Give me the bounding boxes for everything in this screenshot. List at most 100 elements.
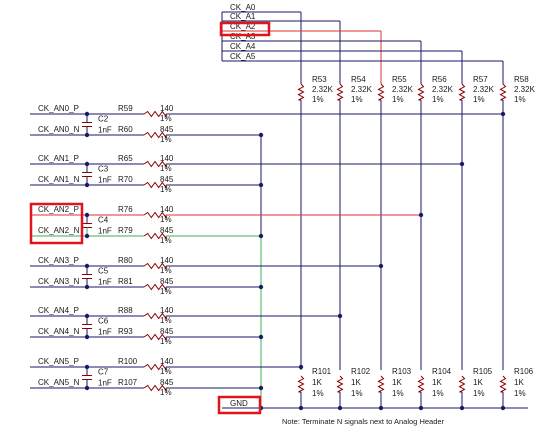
channel-rp-ref-5: R100	[118, 357, 138, 366]
channel-cap-junction-p-2	[84, 212, 90, 218]
pullup-resistor-2	[377, 83, 385, 101]
pulldown-ref-1: R102	[351, 367, 371, 376]
channel-n-label-2: CK_AN2_N	[38, 226, 80, 235]
channel-cap-ref-4: C6	[98, 317, 109, 326]
pulldown-resistor-2	[377, 375, 385, 393]
channel-rn-value-5: 845	[160, 378, 174, 387]
channel-n-label-4: CK_AN4_N	[38, 327, 80, 336]
pulldown-resistor-5	[499, 375, 507, 393]
channel-n-label-5: CK_AN5_N	[38, 378, 80, 387]
channel-rn-value-0: 845	[160, 125, 174, 134]
channel-cap-junction-n-1	[84, 182, 90, 188]
channel-n-junction-4	[258, 334, 264, 340]
channel-cap-junction-n-5	[84, 385, 90, 391]
pulldown-value-3: 1K	[432, 378, 442, 387]
channel-p-junction-4	[337, 313, 343, 319]
channel-n-label-1: CK_AN1_N	[38, 175, 80, 184]
channel-p-label-0: CK_AN0_P	[38, 104, 79, 113]
pullup-resistor-4	[458, 83, 466, 101]
channel-rp-ref-4: R88	[118, 306, 133, 315]
channel-p-resistor-5	[143, 363, 167, 372]
channel-n-junction-0	[258, 132, 264, 138]
highlight-ck-an2	[29, 202, 84, 245]
channel-n-label-3: CK_AN3_N	[38, 277, 80, 286]
pullup-tol-1: 1%	[351, 95, 363, 104]
channel-cap-junction-p-1	[84, 161, 90, 167]
channel-cap-junction-n-2	[84, 233, 90, 239]
channel-p-label-1: CK_AN1_P	[38, 154, 79, 163]
channel-rp-value-5: 140	[160, 357, 174, 366]
highlight-gnd	[217, 395, 262, 415]
pulldown-resistor-1	[336, 375, 344, 393]
channel-rp-tol-2: 1%	[160, 215, 172, 224]
channel-cap-junction-n-0	[84, 132, 90, 138]
pullup-ref-0: R53	[312, 75, 327, 84]
channel-cap-junction-p-4	[84, 313, 90, 319]
channel-rn-tol-1: 1%	[160, 185, 172, 194]
channel-p-resistor-0	[143, 110, 167, 119]
pulldown-ref-5: R106	[514, 367, 534, 376]
channel-cap-value-2: 1nF	[98, 227, 112, 236]
pullup-value-2: 2.32K	[392, 85, 414, 94]
channel-rp-value-0: 140	[160, 104, 174, 113]
pulldown-value-2: 1K	[392, 378, 402, 387]
channel-rp-tol-5: 1%	[160, 367, 172, 376]
channel-cap-junction-p-5	[84, 364, 90, 370]
pulldown-ref-3: R104	[432, 367, 452, 376]
channel-cap-value-3: 1nF	[98, 278, 112, 287]
pullup-tol-2: 1%	[392, 95, 404, 104]
channel-cap-ref-3: C5	[98, 267, 109, 276]
channel-p-label-3: CK_AN3_P	[38, 256, 79, 265]
channel-rn-tol-2: 1%	[160, 236, 172, 245]
pullup-ref-4: R57	[473, 75, 488, 84]
channel-rn-tol-4: 1%	[160, 337, 172, 346]
pullup-value-0: 2.32K	[312, 85, 334, 94]
channel-rp-tol-4: 1%	[160, 316, 172, 325]
channel-p-label-2: CK_AN2_P	[38, 205, 79, 214]
channel-n-label-0: CK_AN0_N	[38, 125, 80, 134]
channel-n-junction-2	[258, 233, 264, 239]
pulldown-tol-0: 1%	[312, 389, 324, 398]
pullup-tol-0: 1%	[312, 95, 324, 104]
channel-rn-ref-3: R81	[118, 277, 133, 286]
channel-p-junction-3	[378, 263, 384, 269]
top-net-label-1: CK_A1	[230, 12, 256, 21]
channel-cap-ref-2: C4	[98, 216, 109, 225]
schematic-note: Note: Terminate N signals next to Analog…	[282, 417, 445, 426]
pulldown-tol-1: 1%	[351, 389, 363, 398]
channel-cap-junction-n-4	[84, 334, 90, 340]
pulldown-ref-0: R101	[312, 367, 332, 376]
channel-rn-value-1: 845	[160, 175, 174, 184]
pullup-resistor-5	[499, 83, 507, 101]
highlight-ck-a2	[219, 21, 271, 37]
pulldown-tol-5: 1%	[514, 389, 526, 398]
top-net-label-2: CK_A2	[230, 22, 256, 31]
channel-rp-tol-3: 1%	[160, 266, 172, 275]
ground-net: GND	[222, 399, 528, 411]
pulldown-value-4: 1K	[473, 378, 483, 387]
top-net-label-0: CK_A0	[230, 3, 256, 12]
pulldown-tol-4: 1%	[473, 389, 485, 398]
channel-rp-value-2: 140	[160, 205, 174, 214]
channel-p-resistor-3	[143, 262, 167, 271]
channel-rn-tol-5: 1%	[160, 388, 172, 397]
channel-p-junction-0	[500, 111, 506, 117]
channel-n-junction-5	[258, 385, 264, 391]
pullup-ref-5: R58	[514, 75, 529, 84]
pulldown-ref-4: R105	[473, 367, 493, 376]
pulldown-resistor-0	[297, 375, 305, 393]
pullup-ref-1: R54	[351, 75, 366, 84]
channel-n-junction-3	[258, 284, 264, 290]
channel-p-junction-5	[298, 364, 304, 370]
channel-cap-value-5: 1nF	[98, 379, 112, 388]
channel-cap-ref-5: C7	[98, 368, 109, 377]
pullup-value-5: 2.32K	[514, 85, 536, 94]
pullup-resistor-1	[336, 83, 344, 101]
channel-rp-value-1: 140	[160, 154, 174, 163]
channel-rn-ref-2: R79	[118, 226, 133, 235]
top-net-label-3: CK_A3	[230, 32, 256, 41]
channel-rp-tol-0: 1%	[160, 114, 172, 123]
channel-rp-value-3: 140	[160, 256, 174, 265]
pullup-tol-5: 1%	[514, 95, 526, 104]
